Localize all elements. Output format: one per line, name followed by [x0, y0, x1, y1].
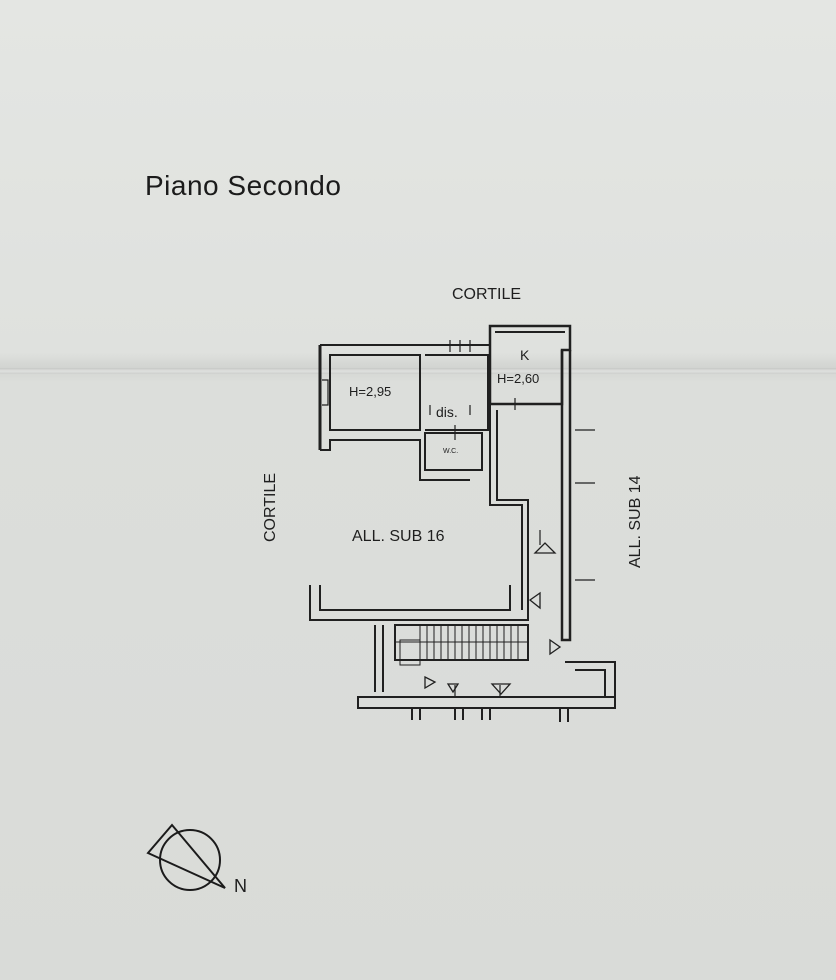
label-cortile-top: CORTILE — [452, 286, 522, 303]
wall-corridor-left — [489, 404, 523, 610]
label-all-sub-16: ALL. SUB 16 — [352, 528, 445, 545]
label-cortile-left: CORTILE — [262, 472, 279, 542]
left-window — [322, 379, 329, 406]
label-kitchen: K — [520, 347, 530, 363]
wall-room-inner — [329, 354, 421, 431]
paper-fold — [0, 368, 836, 374]
wall-left-jog — [320, 439, 470, 481]
wall-bottom-right — [565, 661, 616, 697]
page-title: Piano Secondo — [145, 170, 342, 201]
label-all-sub-14: ALL. SUB 14 — [627, 475, 644, 569]
label-disimpegno: dis. — [436, 404, 458, 420]
wall-room-b — [425, 354, 489, 431]
wall-sub16-bottom-inner — [319, 585, 511, 611]
wall-kitchen — [488, 324, 572, 406]
window-ticks — [429, 340, 595, 697]
label-room-height-260: H=2,60 — [497, 371, 540, 386]
wall-corridor-inner — [496, 410, 529, 610]
wall-right-long — [560, 350, 572, 642]
compass-north-label: N — [234, 876, 247, 896]
wall-bottom-stubs — [411, 708, 569, 722]
wall-sub16-bottom — [309, 585, 529, 621]
wall-wc — [424, 432, 483, 471]
stair-treads — [395, 625, 528, 666]
wall-bottom-box — [575, 669, 606, 697]
wall-stairs-box — [394, 624, 529, 661]
door-triangles — [424, 542, 562, 695]
compass-icon — [146, 823, 226, 891]
wall-stairs-left — [374, 625, 384, 692]
label-room-height-295: H=2,95 — [349, 384, 392, 399]
wall-bottom — [357, 696, 616, 709]
label-wc: W.C. — [443, 448, 459, 455]
